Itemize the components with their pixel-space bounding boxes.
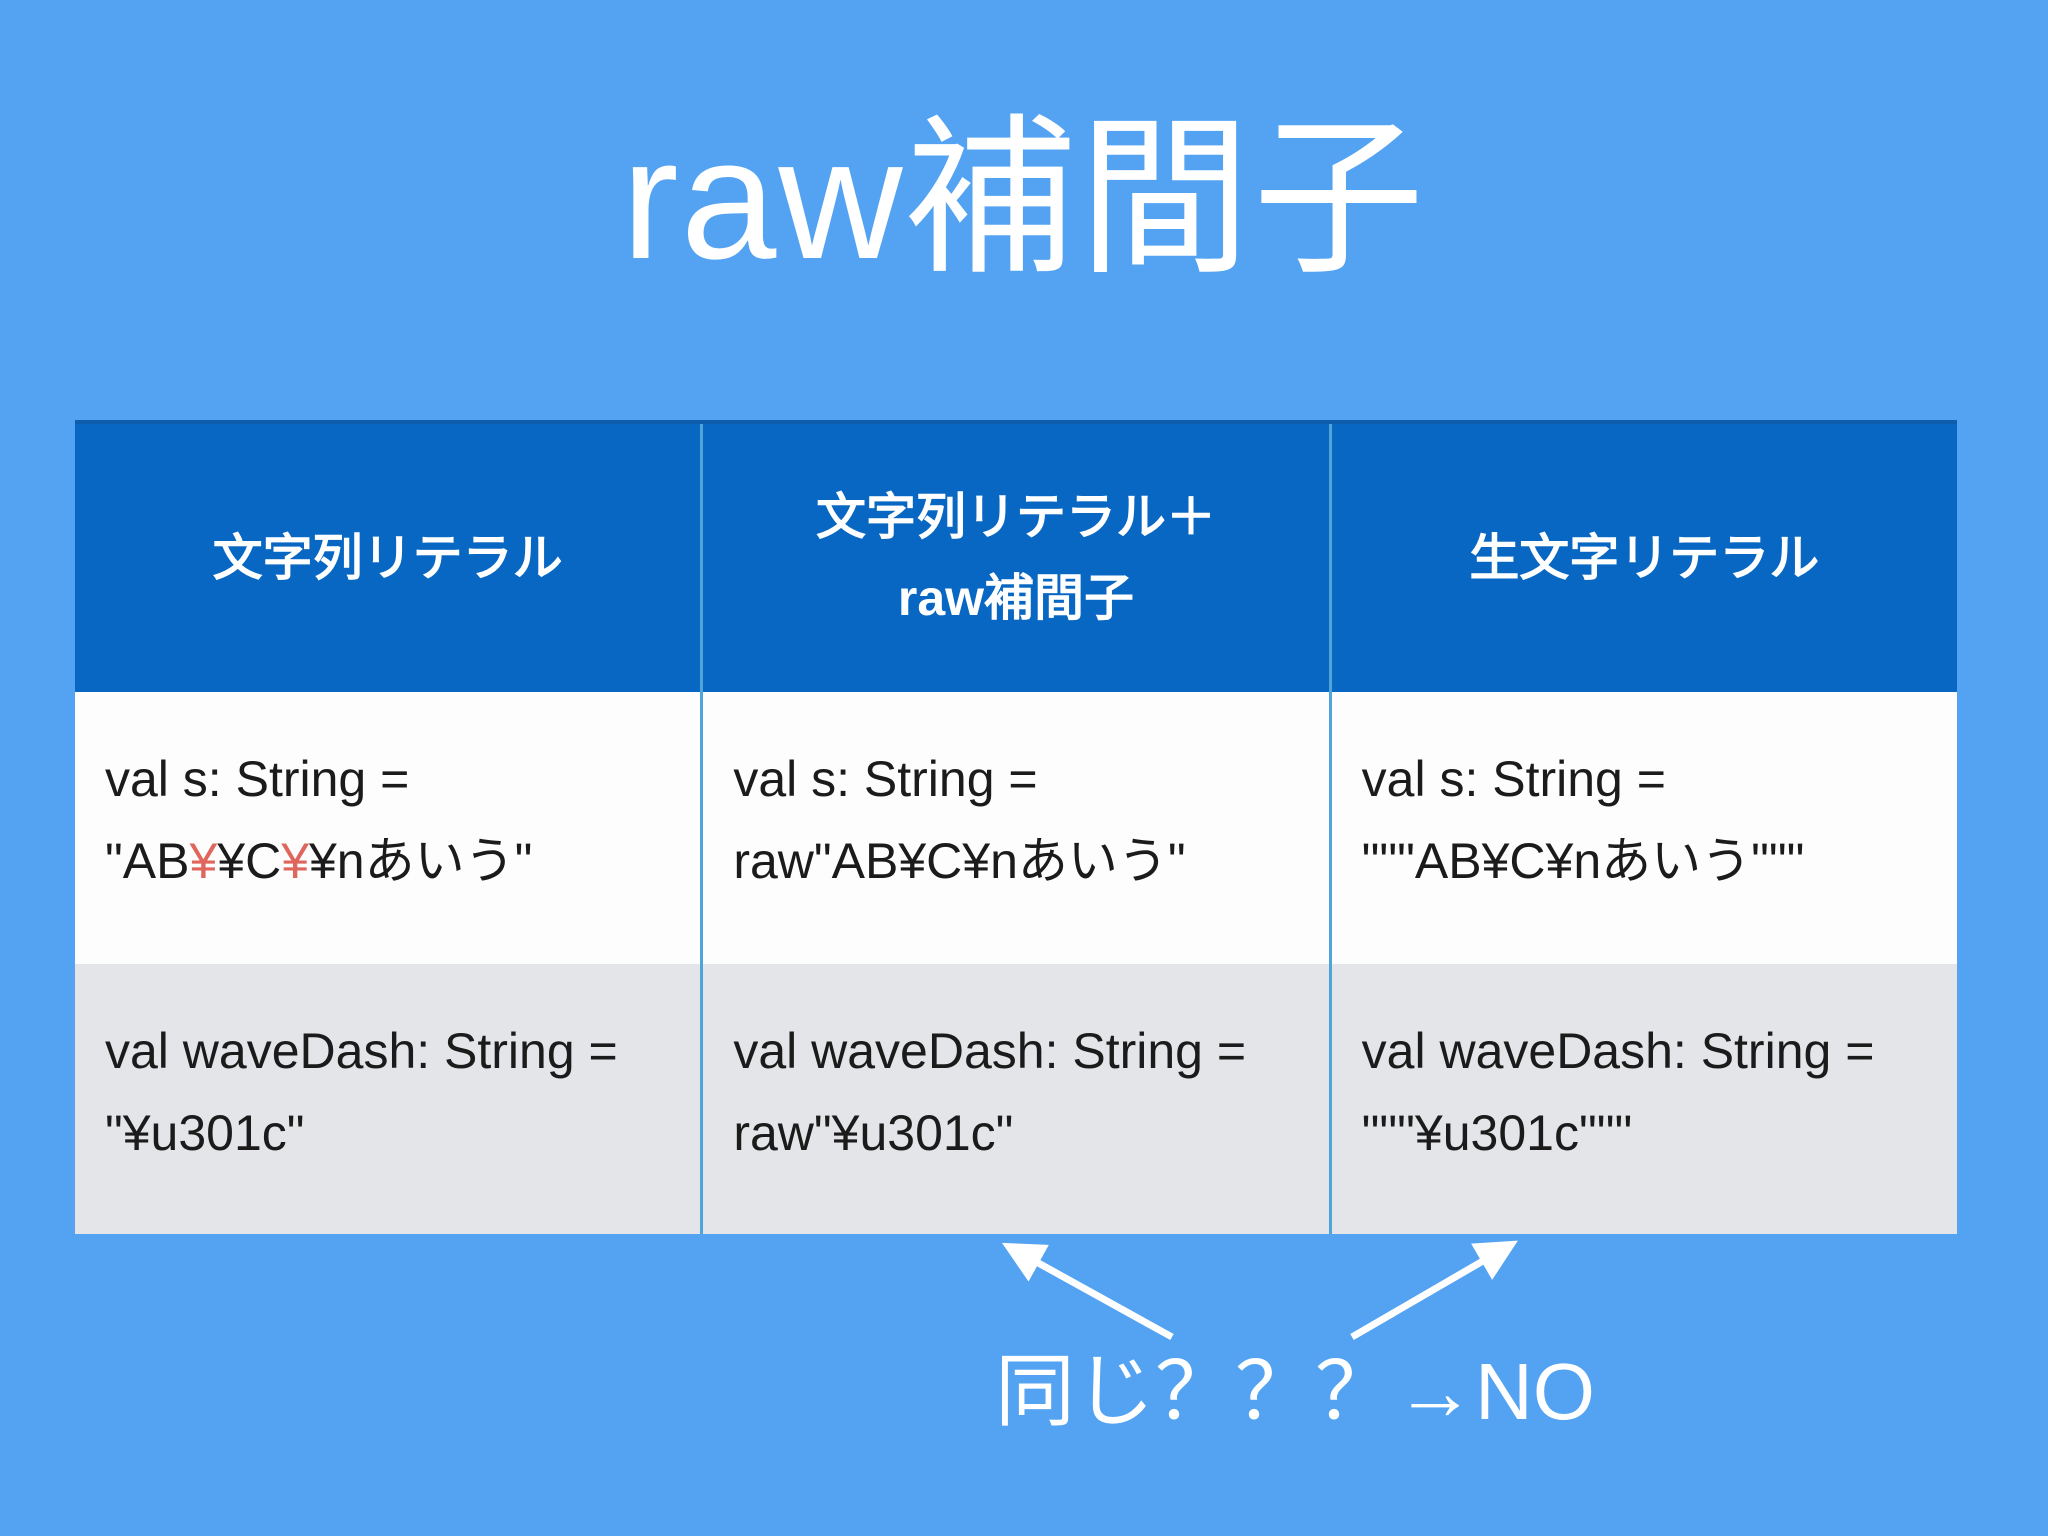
slide-title: raw補間子 [621,103,1427,295]
column-header-string-literal-plus-raw: 文字列リテラル＋raw補間子 [703,424,1329,692]
column-header-raw-string-literal: 生文字リテラル [1331,424,1957,692]
code-text: raw"AB¥C¥nあいう" [733,833,1186,889]
table-cell-r1c1: val s: String = "AB¥¥C¥¥nあいう" [75,692,701,964]
code-line: raw"¥u301c" [733,1092,1304,1174]
code-text: """AB¥C¥nあいう""" [1361,833,1805,889]
column-header-string-literal: 文字列リテラル [75,424,701,692]
table-cell-r1c3: val s: String = """AB¥C¥nあいう""" [1331,692,1957,964]
code-line: "¥u301c" [105,1092,676,1174]
table-cell-r2c1: val waveDash: String = "¥u301c" [75,964,701,1234]
code-line: val waveDash: String = [105,1023,618,1079]
table-cell-r2c2: val waveDash: String = raw"¥u301c" [703,964,1329,1234]
code-line: """AB¥C¥nあいう""" [1362,820,1933,902]
code-text: raw"¥u301c" [733,1105,1014,1161]
arrow-up-right-icon [1350,1240,1518,1341]
table-cell-r1c2: val s: String = raw"AB¥C¥nあいう" [703,692,1329,964]
code-line: val waveDash: String = [1361,1023,1875,1079]
code-line: val waveDash: String = [733,1023,1247,1079]
code-line: raw"AB¥C¥nあいう" [733,820,1304,902]
code-line: val s: String = [1361,751,1666,807]
code-line: "AB¥¥C¥¥nあいう" [105,820,676,902]
code-text: "¥u301c" [105,1105,305,1161]
code-line: val s: String = [733,751,1038,807]
arrow-up-left-icon [1001,1242,1174,1341]
escaped-yen-highlight: ¥ [189,833,218,889]
comparison-table: 文字列リテラル 文字列リテラル＋raw補間子 生文字リテラル val s: St… [75,420,1957,1234]
code-line: val s: String = [105,751,410,807]
code-text: ¥ [217,833,246,889]
code-text: """¥u301c""" [1361,1105,1633,1161]
code-text: C [245,833,282,889]
annotation-text: 同じ？？？→NO [995,1347,1595,1436]
code-text: "AB [105,833,190,889]
code-text: ¥nあいう" [309,833,533,889]
code-line: """¥u301c""" [1362,1092,1933,1174]
escaped-yen-highlight: ¥ [281,833,309,889]
table-cell-r2c3: val waveDash: String = """¥u301c""" [1331,964,1957,1234]
